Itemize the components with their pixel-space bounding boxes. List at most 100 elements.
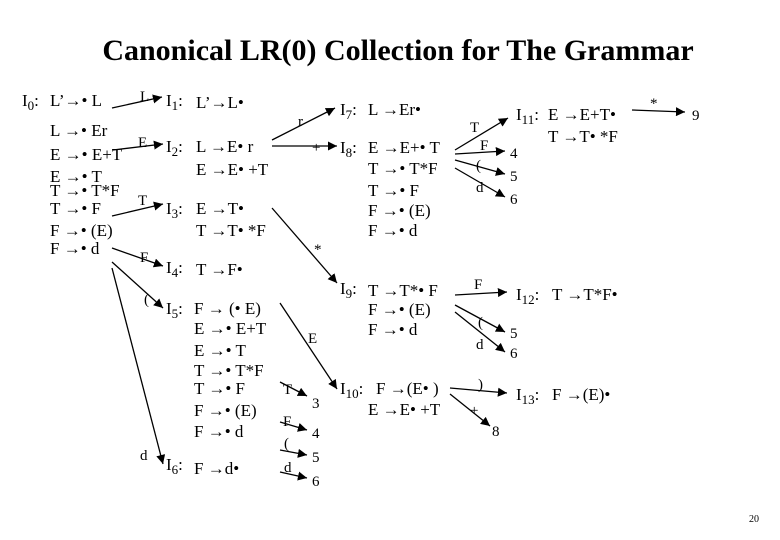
state-i5-item: E →• E+T [194, 319, 267, 338]
state-i9-item: T →T*• F [368, 281, 438, 300]
state-i2-label: I2: [166, 137, 183, 159]
transition-symbol: L [140, 89, 149, 105]
state-i2-item: E →E• +T [196, 160, 269, 179]
state-i7-item: L →Er• [368, 100, 421, 119]
transition-symbol: d [476, 180, 484, 196]
state-i5-item: F →• d [194, 422, 244, 441]
state-i5-label: I5: [166, 299, 183, 321]
arrow-i5-lparen-5 [279, 448, 308, 458]
state-i0-item: L →• Er [50, 121, 108, 140]
arrow-i5-e-i10 [279, 302, 338, 390]
transition-symbol: ( [284, 436, 289, 452]
arrow-i5-t-3 [279, 381, 308, 397]
state-i2: I2: L →E• r E →E• +T [166, 137, 269, 179]
arrow-i0-l-i1 [111, 94, 163, 109]
state-i8-label: I8: [340, 138, 357, 160]
transition-symbol: T [470, 120, 479, 136]
transition-lines [111, 94, 686, 481]
arrow-i9-d-6 [454, 311, 506, 353]
transition-target: 5 [510, 169, 518, 185]
transition-target: 4 [510, 146, 518, 162]
transition-target: 3 [312, 396, 320, 412]
state-i2-item: L →E• r [196, 137, 254, 156]
transition-symbol: r [298, 114, 303, 130]
state-i10: I10: F →(E• ) E →E• +T [340, 379, 441, 419]
state-i0-item: E →• T [50, 167, 103, 186]
state-i8-item: E →E+• T [368, 138, 441, 157]
transition-labels: L E T F ( d r + * E T 3 F 4 ( 5 d 6 T F … [138, 89, 700, 490]
transition-symbol: ) [478, 377, 483, 393]
state-i1: I1: L’→L• [166, 91, 244, 113]
state-i9-item: F →• d [368, 320, 418, 339]
state-i3-item: E →T• [196, 199, 244, 218]
transition-target: 9 [692, 108, 700, 124]
state-i4-item: T →F• [196, 260, 243, 279]
transition-symbol: F [474, 277, 482, 293]
transition-symbol: F [480, 138, 488, 154]
arrow-i11-star-9 [631, 107, 686, 117]
arrow-i8-lparen-5 [454, 159, 506, 176]
state-i5-item: F → (• E) [194, 299, 261, 318]
state-i11-item: T →T• *F [548, 127, 618, 146]
transition-symbol: d [140, 448, 148, 464]
page-number: 20 [749, 514, 759, 525]
arrow-i0-e-i2 [112, 140, 164, 151]
state-i8-item: T →• T*F [368, 159, 438, 178]
transition-symbol: E [308, 331, 317, 347]
state-i8-item: T →• F [368, 181, 419, 200]
state-i0-label: I0: [22, 91, 39, 113]
arrow-i0-f-i4 [111, 247, 164, 268]
transition-symbol: ( [476, 158, 481, 174]
state-i12: I12: T →T*F• [516, 285, 618, 307]
arrow-i2-r-i7 [271, 107, 336, 141]
state-i3: I3: E →T• T →T• *F [166, 199, 266, 240]
state-i0-item: E →• E+T [50, 145, 123, 164]
state-i1-item: L’→L• [196, 93, 244, 112]
state-i11-item: E →E+T• [548, 105, 616, 124]
state-i7-label: I7: [340, 100, 357, 122]
state-i11-label: I11: [516, 105, 539, 127]
state-i0-item: T →• T*F [50, 181, 120, 200]
transition-symbol: F [283, 414, 291, 430]
arrow-i10-rparen-i13 [449, 387, 508, 397]
transition-target: 5 [510, 326, 518, 342]
state-i6: I6: F →d• [166, 455, 239, 478]
arrow-i0-t-i3 [111, 201, 164, 217]
arrow-i8-f-4 [454, 147, 506, 157]
arrow-i0-d-i6 [111, 267, 166, 465]
state-i9: I9: T →T*• F F →• (E) F →• d [340, 279, 438, 339]
state-i5-item: E →• T [194, 341, 247, 360]
state-i5-item: T →• T*F [194, 361, 264, 380]
transition-symbol: + [470, 403, 478, 419]
state-i5-item: F →• (E) [194, 401, 257, 420]
transition-symbol: d [476, 337, 484, 353]
state-i0-item: F →• d [50, 239, 100, 258]
transition-symbol: * [314, 242, 322, 258]
state-i8-item: F →• (E) [368, 201, 431, 220]
state-i10-item: E →E• +T [368, 400, 441, 419]
transition-target: 6 [312, 474, 320, 490]
state-i9-item: F →• (E) [368, 300, 431, 319]
state-i10-item: F →(E• ) [376, 379, 439, 398]
arrow-i3-star-i9 [271, 207, 338, 284]
arrow-i9-lparen-5 [454, 304, 506, 333]
transition-target: 8 [492, 424, 500, 440]
state-i0-item: T →• F [50, 199, 101, 218]
state-i12-label: I12: [516, 285, 539, 307]
transition-target: 6 [510, 192, 518, 208]
state-i6-item: F →d• [194, 459, 239, 478]
state-i7: I7: L →Er• [340, 100, 421, 122]
state-i8-item: F →• d [368, 221, 418, 240]
transition-target: 5 [312, 450, 320, 466]
state-i9-label: I9: [340, 279, 357, 301]
arrow-i9-f-i12 [454, 287, 508, 298]
transition-symbol: T [283, 382, 292, 398]
arrow-i8-d-6 [454, 167, 506, 198]
state-i4: I4: T →F• [166, 258, 243, 280]
arrow-i8-t-i11 [454, 117, 509, 151]
state-i4-label: I4: [166, 258, 183, 280]
state-i1-label: I1: [166, 91, 183, 113]
transition-target: 6 [510, 346, 518, 362]
transition-symbol: ( [144, 292, 149, 308]
state-i3-label: I3: [166, 199, 183, 221]
